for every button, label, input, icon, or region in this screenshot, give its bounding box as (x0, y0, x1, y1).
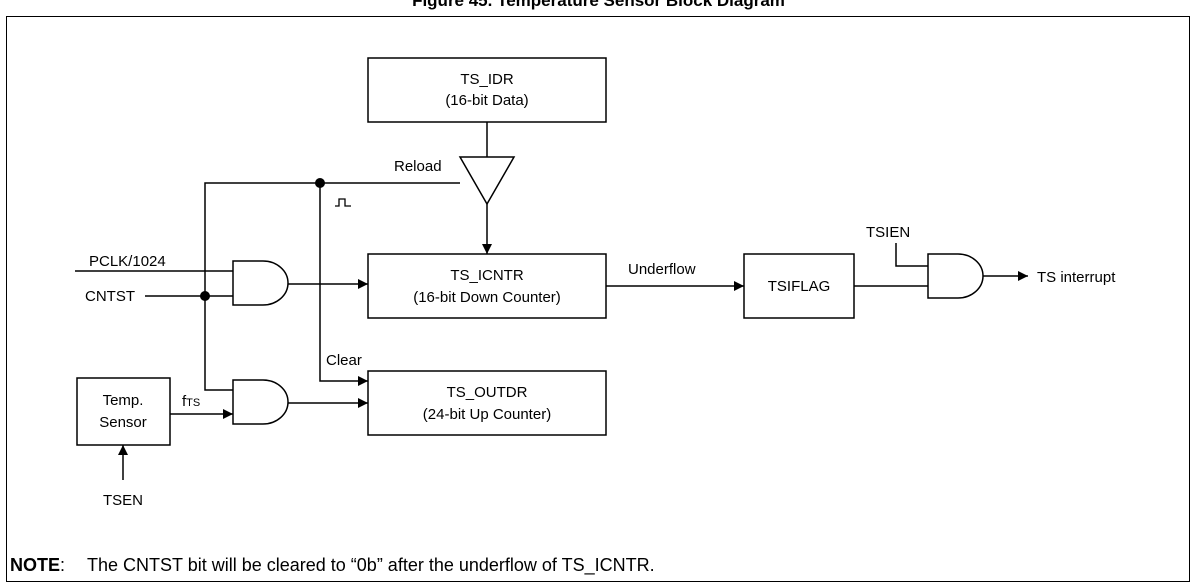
reload-label: Reload (394, 158, 442, 175)
tsien-label: TSIEN (866, 224, 910, 241)
temp-sensor-label: Temp. (103, 392, 144, 409)
clear-wire (319, 183, 368, 386)
ts-icntr-sublabel: (16-bit Down Counter) (413, 289, 561, 306)
ts-icntr-box (367, 253, 607, 319)
clear-label: Clear (326, 352, 362, 369)
reload-wire (204, 182, 460, 296)
note-separator: : (60, 555, 66, 575)
figure-title: Figure 45. Temperature Sensor Block Diag… (412, 0, 785, 10)
temp-sensor-box (76, 377, 171, 446)
pclk-label: PCLK/1024 (89, 253, 166, 270)
diagram-frame (6, 16, 1190, 582)
fts-label: fTS (182, 393, 200, 410)
underflow-label: Underflow (628, 261, 696, 278)
ts-idr-label: TS_IDR (460, 71, 514, 88)
cntst-label: CNTST (85, 288, 135, 305)
note-body: The CNTST bit will be cleared to “0b” af… (87, 555, 655, 575)
pulse-symbol (335, 198, 351, 207)
ts-outdr-label: TS_OUTDR (447, 384, 528, 401)
fts-label-f: f (182, 393, 187, 410)
note-label: NOTE (10, 555, 61, 575)
tsen-label: TSEN (103, 492, 143, 509)
fts-label-sub: TS (186, 397, 200, 409)
ts-idr-sublabel: (16-bit Data) (445, 92, 528, 109)
tsiflag-label: TSIFLAG (768, 278, 831, 295)
ts-outdr-box (367, 370, 607, 436)
cntst-branch-wire (204, 296, 233, 391)
and-gate-output (927, 253, 984, 299)
reload-buffer (458, 156, 516, 206)
ts-outdr-sublabel: (24-bit Up Counter) (423, 406, 551, 423)
junction-dot-reload (315, 178, 325, 188)
junction-dot-cntst (200, 291, 210, 301)
ts-idr-box (367, 57, 607, 123)
ts-icntr-label: TS_ICNTR (450, 267, 524, 284)
and-gate-upper (232, 260, 289, 306)
and-gate-lower (232, 379, 289, 425)
ts-interrupt-label: TS interrupt (1037, 269, 1116, 286)
note-text: NOTE: The CNTST bit will be cleared to “0… (10, 555, 655, 576)
tsien-wire (895, 243, 928, 267)
temp-sensor-sublabel: Sensor (99, 414, 147, 431)
